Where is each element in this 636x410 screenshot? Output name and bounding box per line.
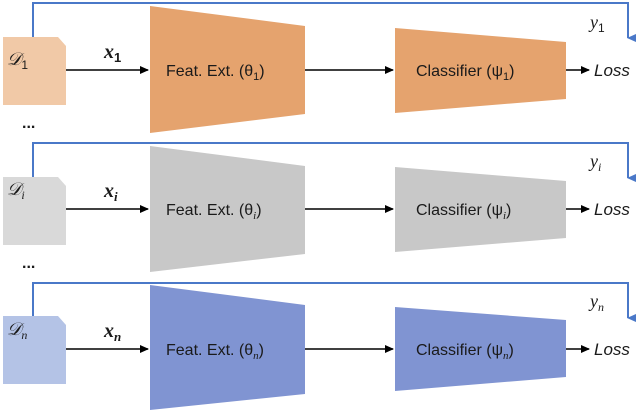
feature-extractor-label-1: Feat. Ext. (θ1)	[166, 63, 265, 83]
classifier-label-1: Classifier (ψ1)	[416, 63, 514, 83]
feedback-line-n	[32, 282, 636, 322]
pipeline-row-i: 𝒟i xi Feat. Ext. (θi) Classifier (ψi) Lo…	[3, 142, 636, 272]
feature-extractor-i	[150, 146, 305, 272]
row-separator-2: ...	[22, 255, 35, 272]
loss-label-1: Loss	[594, 61, 630, 80]
loss-label-n: Loss	[594, 340, 630, 359]
classifier-label-n: Classifier (ψn)	[416, 342, 514, 362]
classifier-i	[395, 167, 566, 252]
dataset-box-n	[3, 316, 66, 384]
dataset-box-i	[3, 177, 66, 245]
feedback-line-1	[32, 2, 636, 42]
feature-extractor-label-n: Feat. Ext. (θn)	[166, 342, 264, 362]
classifier-n	[395, 307, 566, 391]
feedback-line-i	[32, 142, 636, 182]
input-label-n: xn	[103, 320, 121, 344]
pipeline-row-n: 𝒟n xn Feat. Ext. (θn) Classifier (ψn) Lo…	[3, 282, 636, 410]
feature-extractor-label-i: Feat. Ext. (θi)	[166, 202, 262, 222]
dataset-box-1	[3, 37, 66, 105]
feature-extractor-1	[150, 6, 305, 133]
target-label-n: yn	[588, 291, 604, 314]
classifier-1	[395, 28, 566, 113]
dataset-label-i: 𝒟i	[7, 179, 25, 202]
dataset-label-n: 𝒟n	[7, 319, 27, 342]
pipeline-row-1: 𝒟1 x1 Feat. Ext. (θ1) Classifier (ψ1) Lo…	[3, 2, 636, 133]
loss-label-i: Loss	[594, 200, 630, 219]
input-label-1: x1	[103, 41, 121, 65]
target-label-i: yi	[588, 151, 601, 174]
dataset-label-1: 𝒟1	[7, 49, 28, 72]
input-label-i: xi	[103, 180, 118, 204]
row-separator-1: ...	[22, 115, 35, 132]
feature-extractor-n	[150, 285, 305, 410]
classifier-label-i: Classifier (ψi)	[416, 202, 511, 222]
target-label-1: y1	[588, 12, 605, 35]
